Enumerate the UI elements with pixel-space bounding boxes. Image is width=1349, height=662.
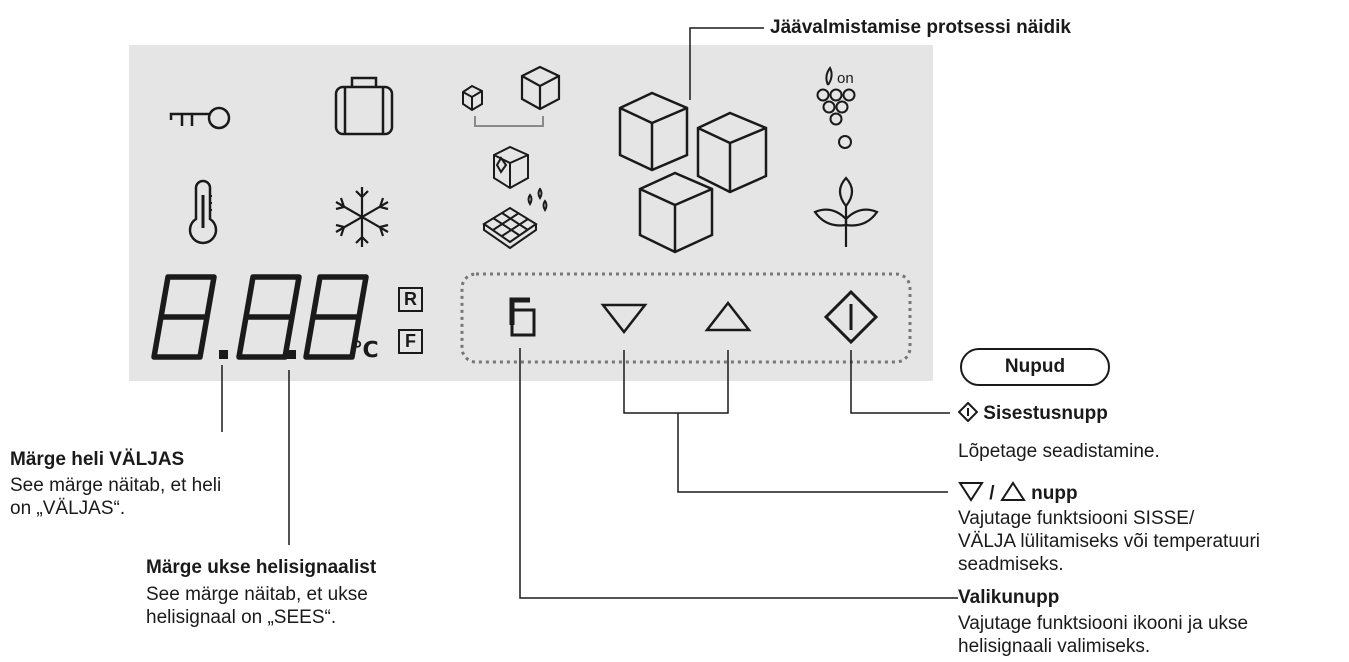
bag-icon bbox=[334, 76, 394, 136]
ice-tray-icon bbox=[482, 187, 548, 250]
select-button-title: Valikunupp bbox=[958, 587, 1060, 608]
updown-desc-2: VÄLJA lülitamiseks või temperatuuri bbox=[958, 531, 1261, 552]
door-alarm-desc-1: See märge näitab, et ukse bbox=[146, 584, 368, 605]
up-arrow-icon[interactable] bbox=[704, 300, 752, 332]
cracked-ice-icon bbox=[493, 145, 529, 190]
buttons-frame bbox=[460, 272, 912, 364]
down-inline-icon bbox=[958, 482, 984, 502]
buttons-header: Nupud bbox=[960, 348, 1110, 386]
enter-button-desc: Lõpetage seadistamine. bbox=[958, 441, 1160, 462]
enter-button-title: Sisestusnupp bbox=[958, 402, 1108, 425]
select-button-icon[interactable] bbox=[509, 297, 536, 337]
updown-desc-3: seadmiseks. bbox=[958, 554, 1064, 575]
updown-button-title: / nupp bbox=[958, 480, 1078, 505]
thermometer-icon bbox=[188, 179, 218, 245]
grape-icon bbox=[816, 66, 856, 149]
ice-cubes-icon bbox=[618, 91, 768, 254]
door-alarm-title: Märge ukse helisignaalist bbox=[146, 557, 377, 578]
temperature-display bbox=[151, 274, 369, 360]
celsius-unit: ℃ bbox=[352, 337, 379, 362]
door-alarm-desc-2: helisignaal on „SEES“. bbox=[146, 607, 337, 628]
updown-sep: / bbox=[989, 483, 995, 504]
updown-title-text: nupp bbox=[1031, 483, 1078, 504]
snowflake-icon bbox=[335, 187, 389, 247]
sound-off-desc-2: on „VÄLJAS“. bbox=[10, 498, 126, 519]
key-icon bbox=[169, 106, 231, 130]
sound-off-title: Märge heli VÄLJAS bbox=[10, 449, 185, 470]
leaf-icon bbox=[813, 176, 879, 247]
ice-size-bracket bbox=[474, 116, 544, 127]
ice-indicator-label: Jäävalmistamise protsessi näidik bbox=[770, 17, 1071, 38]
decimal-point-1 bbox=[219, 350, 228, 359]
sound-off-desc-1: See märge näitab, et heli bbox=[10, 475, 222, 496]
select-desc-1: Vajutage funktsiooni ikooni ja ukse bbox=[958, 613, 1249, 634]
leader-lines bbox=[221, 27, 958, 599]
large-ice-cube-icon bbox=[520, 65, 561, 111]
control-panel bbox=[129, 45, 933, 381]
enter-title-text: Sisestusnupp bbox=[983, 403, 1108, 424]
decimal-point-2 bbox=[287, 350, 296, 359]
filter-badge: F bbox=[398, 329, 423, 354]
rinse-badge: R bbox=[398, 287, 423, 312]
enter-inline-icon bbox=[958, 402, 978, 422]
small-ice-cube-icon bbox=[462, 84, 483, 112]
enter-button-icon[interactable] bbox=[823, 289, 879, 345]
up-inline-icon bbox=[1000, 481, 1026, 501]
select-desc-2: helisignaali valimiseks. bbox=[958, 636, 1151, 657]
grape-on-label: on bbox=[837, 70, 854, 87]
updown-desc-1: Vajutage funktsiooni SISSE/ bbox=[958, 508, 1195, 529]
down-arrow-icon[interactable] bbox=[600, 303, 648, 335]
